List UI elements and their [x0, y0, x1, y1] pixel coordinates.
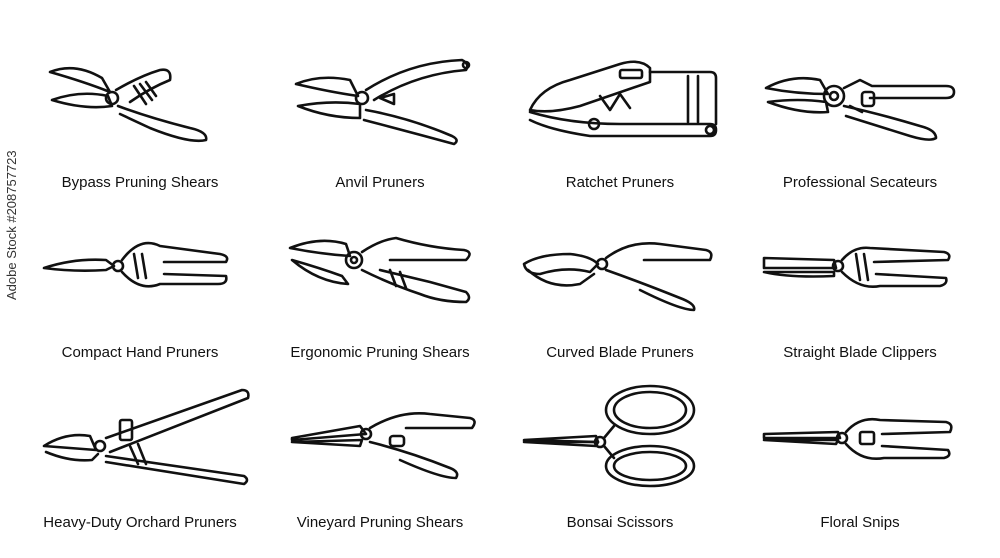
tool-card-vineyard: Vineyard Pruning Shears: [260, 380, 500, 550]
tool-card-curved: Curved Blade Pruners: [500, 210, 740, 380]
bonsai-scissors-icon: [522, 384, 696, 488]
tool-card-orchard: Heavy-Duty Orchard Pruners: [20, 380, 260, 550]
tool-card-anvil: Anvil Pruners: [260, 40, 500, 210]
compact-hand-pruners-icon: [42, 241, 229, 288]
tool-card-compact: Compact Hand Pruners: [20, 210, 260, 380]
tool-card-straight: Straight Blade Clippers: [740, 210, 980, 380]
tool-label: Bonsai Scissors: [566, 514, 674, 531]
tool-label: Anvil Pruners: [335, 174, 425, 191]
vineyard-pruning-shears-icon: [290, 412, 476, 480]
tool-label: Ergonomic Pruning Shears: [290, 344, 470, 361]
tool-card-ratchet: Ratchet Pruners: [500, 40, 740, 210]
floral-snips-icon: [762, 417, 953, 460]
tool-label: Heavy-Duty Orchard Pruners: [43, 514, 237, 531]
tool-card-bonsai: Bonsai Scissors: [500, 380, 740, 550]
curved-blade-pruners-icon: [522, 242, 713, 312]
tool-label: Curved Blade Pruners: [546, 344, 694, 361]
bypass-pruning-shears-icon: [48, 66, 208, 143]
heavy-duty-orchard-pruners-icon: [42, 388, 250, 486]
tool-card-floral: Floral Snips: [740, 380, 980, 550]
tool-label: Floral Snips: [820, 514, 900, 531]
ratchet-pruners-icon: [528, 60, 718, 138]
tool-label: Ratchet Pruners: [565, 174, 675, 191]
tool-label: Compact Hand Pruners: [61, 344, 219, 361]
ergonomic-pruning-shears-icon: [288, 236, 471, 304]
watermark-brand: Adobe Stock: [4, 226, 19, 300]
tool-card-ergonomic: Ergonomic Pruning Shears: [260, 210, 500, 380]
tool-card-bypass: Bypass Pruning Shears: [20, 40, 260, 210]
tool-card-professional: Professional Secateurs: [740, 40, 980, 210]
anvil-pruners-icon: [294, 58, 471, 146]
tool-label: Professional Secateurs: [782, 174, 938, 191]
watermark-id: #208757723: [4, 150, 19, 223]
tool-label: Bypass Pruning Shears: [61, 174, 219, 191]
tool-label: Vineyard Pruning Shears: [296, 514, 464, 531]
tool-label: Straight Blade Clippers: [783, 344, 937, 361]
professional-secateurs-icon: [764, 76, 956, 141]
tool-icon-grid: Bypass Pruning Shears Anvil Pruners Ratc…: [20, 40, 980, 550]
stock-id-watermark: Adobe Stock #208757723: [4, 150, 19, 300]
straight-blade-clippers-icon: [762, 246, 951, 288]
